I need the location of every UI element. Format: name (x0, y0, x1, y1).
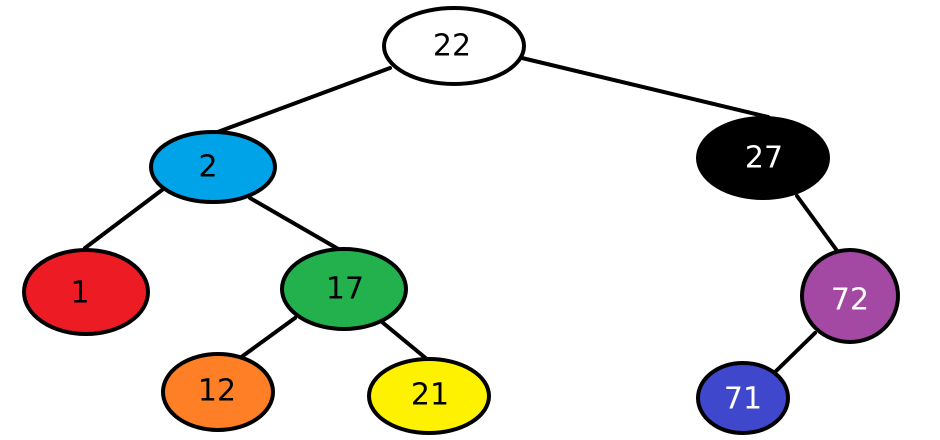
node-21-label: 21 (411, 378, 449, 413)
edge-27-72 (795, 194, 840, 254)
node-27-ellipse (696, 116, 830, 200)
tree-node-72: 72 (800, 248, 900, 344)
tree-node-1: 1 (22, 248, 150, 336)
node-1-label: 1 (70, 276, 89, 311)
node-22-label: 22 (433, 29, 471, 64)
node-71-ellipse (696, 361, 790, 435)
node-2-label: 2 (198, 150, 217, 185)
node-21-ellipse (367, 357, 491, 435)
edge-22-27 (520, 56, 770, 119)
edge-22-2 (213, 66, 392, 135)
node-72-ellipse (800, 248, 900, 344)
tree-node-17: 17 (280, 247, 408, 331)
node-12-label: 12 (198, 374, 236, 409)
node-27-label: 27 (745, 141, 783, 176)
tree-node-12: 12 (161, 352, 275, 432)
tree-node-22: 22 (382, 6, 526, 86)
edge-17-12 (238, 316, 297, 360)
edge-2-17 (248, 196, 342, 252)
node-2-ellipse (149, 130, 277, 204)
tree-edges (83, 56, 840, 377)
tree-node-27: 27 (696, 116, 830, 200)
edge-17-21 (380, 320, 430, 362)
tree-node-71: 71 (696, 361, 790, 435)
node-72-label: 72 (831, 283, 869, 318)
node-71-label: 71 (724, 382, 762, 417)
tree-node-2: 2 (149, 130, 277, 204)
edge-72-71 (770, 331, 817, 377)
node-1-ellipse (22, 248, 150, 336)
edge-2-1 (83, 188, 164, 250)
node-12-ellipse (161, 352, 275, 432)
tree-node-21: 21 (367, 357, 491, 435)
node-22-ellipse (382, 6, 526, 86)
node-17-ellipse (280, 247, 408, 331)
node-17-label: 17 (326, 272, 364, 307)
